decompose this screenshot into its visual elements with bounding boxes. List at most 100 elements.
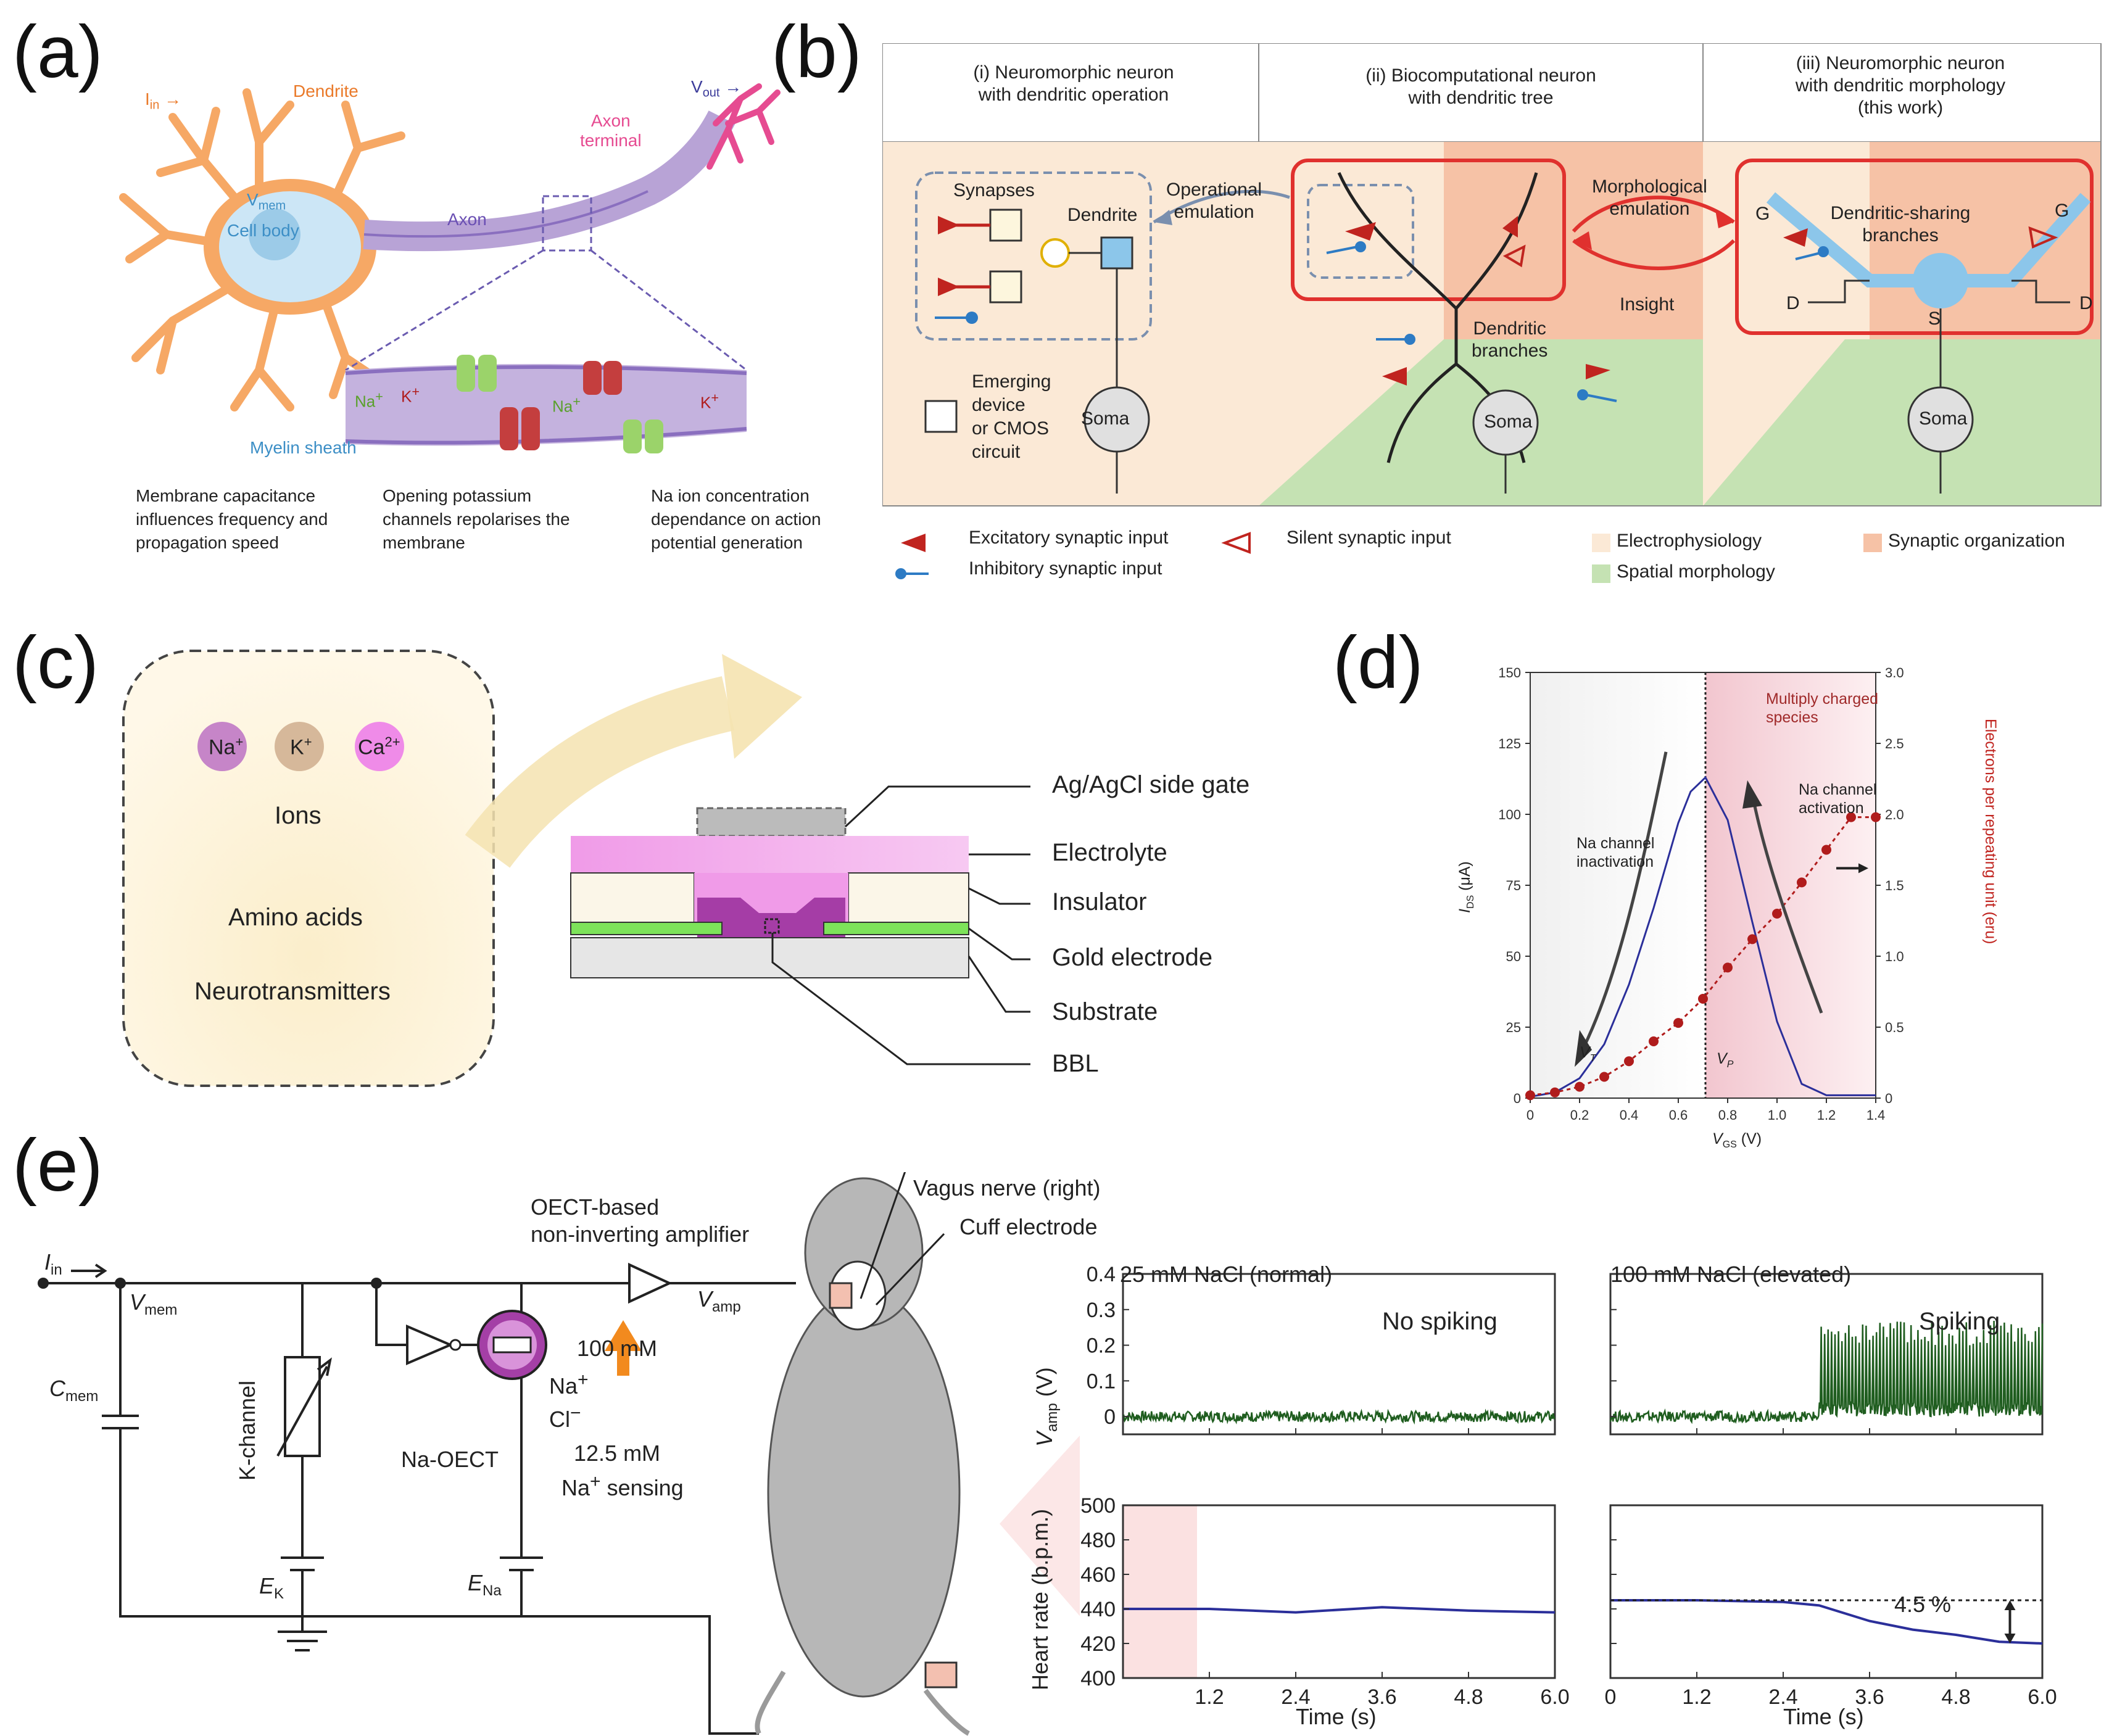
e-normal-title: 25 mM NaCl (normal): [1120, 1262, 1333, 1287]
c-layer-insulator: Insulator: [1052, 888, 1147, 916]
c-layer-substrate: Substrate: [1052, 998, 1158, 1025]
x-tick-label: 0.6: [1669, 1107, 1688, 1123]
y-right-tick-label: 1.0: [1885, 949, 1904, 964]
electrolyte-layer: [571, 836, 969, 873]
red-box-ii: [1291, 159, 1566, 301]
e-kchannel-label: K-channel: [234, 1380, 260, 1481]
vamp-y-tick-label: 0.2: [1087, 1334, 1116, 1358]
eru-point: [1525, 1090, 1535, 1101]
side-gate: [696, 807, 847, 837]
c-layer-electrolyte: Electrolyte: [1052, 839, 1167, 866]
c-layer-gate: Ag/AgCl side gate: [1052, 771, 1250, 798]
d-xlabel: VGS (V): [1712, 1130, 1762, 1150]
e-ena-label: ENa: [468, 1570, 502, 1600]
b-soma-i: Soma: [1081, 408, 1130, 429]
activation-arrow: [1750, 794, 1823, 1014]
time-tick-label: 6.0: [2028, 1685, 2057, 1709]
c-ions-title: Ions: [275, 802, 321, 829]
eru-point: [1599, 1072, 1609, 1082]
inactivation-arrowhead: [1575, 1030, 1592, 1067]
left-region: [1530, 672, 1705, 1098]
vamp-frame: [1122, 1273, 1556, 1436]
axon-terminal: [706, 83, 781, 170]
e-sensing-label: Na+ sensing: [561, 1471, 684, 1500]
a-vout-label: Vout →: [691, 77, 742, 100]
y-tick-label: 125: [1498, 736, 1521, 751]
time-tick-label: 6.0: [1540, 1685, 1569, 1709]
y-right-tick-label: 2.0: [1885, 807, 1904, 822]
substrate-layer: [570, 937, 969, 978]
e-no-spiking: No spiking: [1382, 1308, 1498, 1335]
time-tick-label: 2.4: [1768, 1685, 1797, 1709]
time-tick-label: 4.8: [1941, 1685, 1970, 1709]
heart-y-tick-label: 400: [1080, 1667, 1116, 1690]
e-cuff-label: Cuff electrode: [959, 1214, 1098, 1239]
eru-point: [1797, 877, 1807, 888]
b-g-left: G: [1755, 204, 1770, 224]
e-vamp-label: Vamp: [697, 1286, 741, 1316]
a-k-label: K+: [401, 384, 420, 406]
cuff-electrode: [829, 1282, 853, 1309]
eru-point: [1575, 1081, 1585, 1092]
a-dendrite-label: Dendrite: [293, 81, 358, 101]
panel-a-neuron: [119, 83, 781, 453]
time-tick-label: 4.8: [1454, 1685, 1483, 1709]
panel-label-c: (c): [12, 621, 99, 704]
e-spiking: Spiking: [1919, 1308, 2000, 1335]
vamp-trace: [1122, 1408, 1556, 1425]
a-vmem-label: Vmem: [247, 190, 286, 213]
heart-y-tick-label: 420: [1080, 1632, 1116, 1656]
legend-silent: Silent synaptic input: [1286, 527, 1451, 548]
dendrite-box: [1100, 236, 1133, 270]
inverter-icon: [406, 1324, 454, 1366]
eru-point: [1772, 909, 1782, 919]
eru-point: [1747, 934, 1757, 944]
c-layer-bbl: BBL: [1052, 1050, 1099, 1077]
inactivation-arrow: [1578, 751, 1668, 1057]
red-box-iii: [1735, 159, 2094, 335]
d-vp-label: VP: [1717, 1050, 1734, 1070]
time-tick-label: 2.4: [1281, 1685, 1310, 1709]
y-tick-label: 25: [1506, 1020, 1521, 1035]
e-vmem-label: Vmem: [130, 1289, 178, 1319]
eru-point: [1673, 1018, 1683, 1028]
y-right-tick-label: 1.5: [1885, 878, 1904, 893]
c-neuro-label: Neurotransmitters: [194, 978, 391, 1005]
legend-swatch-synaptic: [1863, 534, 1882, 552]
flow-arrow: [465, 676, 735, 868]
mouse-icon: [755, 1177, 970, 1736]
na-ion-icon: [197, 722, 247, 771]
panel-b-diagram: [882, 43, 2102, 583]
e-naoect-label: Na-OECT: [401, 1447, 499, 1472]
vamp-y-tick-label: 0: [1104, 1405, 1116, 1429]
e-conc-high: 100 mM: [577, 1336, 658, 1361]
legend-swatch-electro: [1592, 534, 1610, 552]
eru-point: [1550, 1087, 1560, 1097]
legend-electro: Electrophysiology: [1617, 531, 1762, 551]
e-ylabel-top: Vamp (V): [1032, 1367, 1061, 1447]
y-right-tick-label: 0.5: [1885, 1020, 1904, 1035]
right-axis-arrowhead: [1858, 863, 1868, 874]
b-insight-label: Insight: [1620, 294, 1675, 315]
eru-point: [1698, 994, 1708, 1004]
multiply-charged-region: [1705, 672, 1876, 1098]
x-tick-label: 1.4: [1866, 1107, 1886, 1123]
amp-icon: [628, 1262, 673, 1304]
e-drop-label: 4.5 %: [1894, 1592, 1952, 1617]
dendritic-op-box: [915, 172, 1152, 341]
time-tick-label: 3.6: [1855, 1685, 1884, 1709]
d-vt-label: VT: [1580, 1044, 1596, 1064]
a-myelin-label: Myelin sheath: [250, 438, 357, 457]
activation-arrowhead: [1742, 780, 1762, 809]
legend-inhibitory: Inhibitory synaptic input: [969, 558, 1162, 579]
e-cmem-label: Cmem: [49, 1376, 99, 1405]
e-iin-label: Iin: [44, 1249, 62, 1279]
